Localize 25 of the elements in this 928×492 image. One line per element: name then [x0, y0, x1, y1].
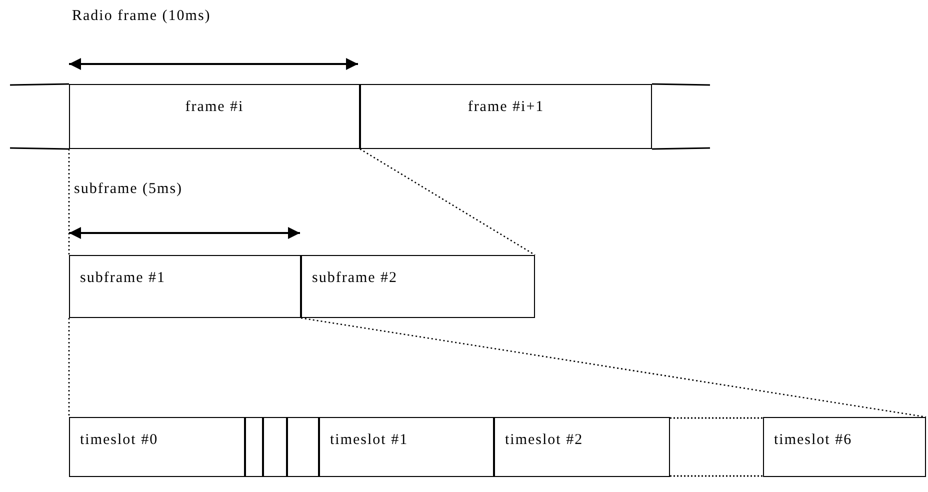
slot-box: [494, 417, 670, 477]
slot-label: timeslot #0: [80, 432, 158, 449]
slot-box: [360, 84, 652, 149]
slot-box: [301, 255, 535, 318]
guard-slot-box: [263, 417, 287, 477]
zoom-line: [68, 149, 70, 255]
zoom-line: [300, 317, 926, 418]
slot-label: subframe #2: [312, 270, 398, 287]
dimension-label: Radio frame (10ms): [72, 8, 211, 25]
slot-label: subframe #1: [80, 270, 166, 287]
slot-box: [69, 417, 245, 477]
slot-box: [319, 417, 494, 477]
slot-box: [69, 84, 360, 149]
slot-label: timeslot #1: [330, 432, 408, 449]
zoom-line: [68, 318, 70, 417]
slot-label: timeslot #6: [774, 432, 852, 449]
slot-label: timeslot #2: [505, 432, 584, 449]
slot-label: frame #i+1: [468, 99, 544, 116]
dimension-label: subframe (5ms): [74, 181, 183, 198]
zoom-line: [360, 148, 536, 256]
slot-box: [69, 255, 301, 318]
slot-label: frame #i: [185, 99, 244, 116]
guard-slot-box: [245, 417, 263, 477]
slot-box: [763, 417, 926, 477]
guard-slot-box: [287, 417, 319, 477]
